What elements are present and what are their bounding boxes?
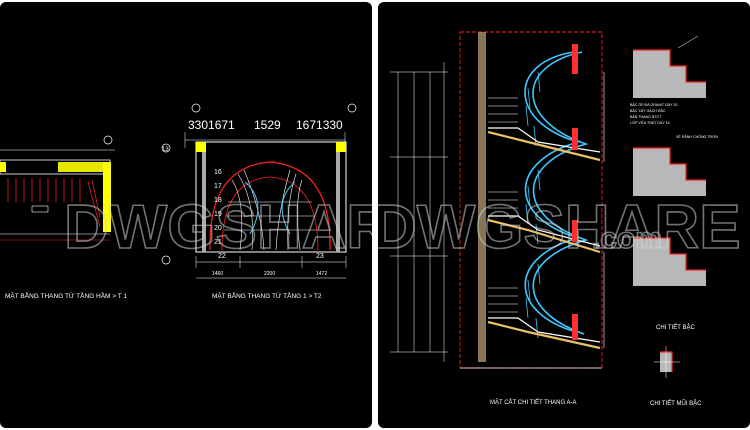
step-number: 18 — [214, 197, 222, 204]
bottom-dim-1: 1460 — [212, 271, 223, 277]
watermark-left: DWGSHARE — [64, 193, 372, 262]
section-panel: MẶT CẮT CHI TIẾT THANG A-A BẬC ỐP ĐÁ GRA… — [378, 2, 750, 428]
top-dim-1: 3301671 — [188, 118, 235, 132]
step-number: 17 — [214, 183, 222, 190]
plan2-title: MẶT BẰNG THANG TỪ TẦNG 1 > T2 — [212, 290, 322, 300]
bottom-dim-3: 1472 — [316, 271, 327, 277]
watermark-right: DWGSHARE — [378, 193, 741, 262]
step-detail-3 — [633, 237, 706, 286]
step-detail-1 — [633, 35, 706, 98]
watermark-suffix: .com — [592, 222, 662, 255]
top-dim-3: 1671330 — [296, 118, 343, 132]
step-number: 22 — [218, 253, 226, 260]
step-number: 23 — [316, 253, 324, 260]
nosing-detail — [654, 346, 680, 378]
nosing-title: CHI TIẾT MŨI BẬC — [650, 400, 702, 407]
first-floor-stair-plan — [161, 103, 357, 279]
step-number: 19 — [214, 211, 222, 218]
detail-note: XẺ RÃNH CHỐNG TRƠN — [676, 134, 718, 139]
bottom-dim-2: 2200 — [264, 271, 275, 277]
detail-note: LỚP VỮA TRÁT DÀY 15 — [630, 120, 670, 125]
detail-note: BẬC XÂY GẠCH ĐẶC — [630, 109, 666, 113]
detail-note: BẬC ỐP ĐÁ GRANIT DÀY 20 — [630, 102, 677, 107]
stair-section-a-a — [390, 31, 605, 369]
plan-drawing: MẶT BẰNG THANG TỪ TẦNG HẦM > T 1 — [0, 103, 372, 300]
step-detail-2 — [633, 147, 706, 196]
section-drawing: MẶT CẮT CHI TIẾT THANG A-A BẬC ỐP ĐÁ GRA… — [378, 31, 741, 407]
step-number: 16 — [214, 169, 222, 176]
top-dim-2: 1529 — [254, 118, 281, 132]
plan1-title: MẶT BẰNG THANG TỪ TẦNG HẦM > T 1 — [5, 290, 127, 300]
detail-note: BẢN THANG BTCT — [630, 114, 662, 119]
detail-title: CHI TIẾT BẬC — [656, 324, 695, 331]
grid-tag: 13 — [162, 147, 169, 153]
step-number: 21 — [214, 239, 222, 246]
section-title: MẶT CẮT CHI TIẾT THANG A-A — [490, 398, 576, 406]
plan-panel: MẶT BẰNG THANG TỪ TẦNG HẦM > T 1 — [0, 2, 372, 428]
step-number: 20 — [214, 225, 222, 232]
basement-stair-plan — [0, 135, 115, 241]
